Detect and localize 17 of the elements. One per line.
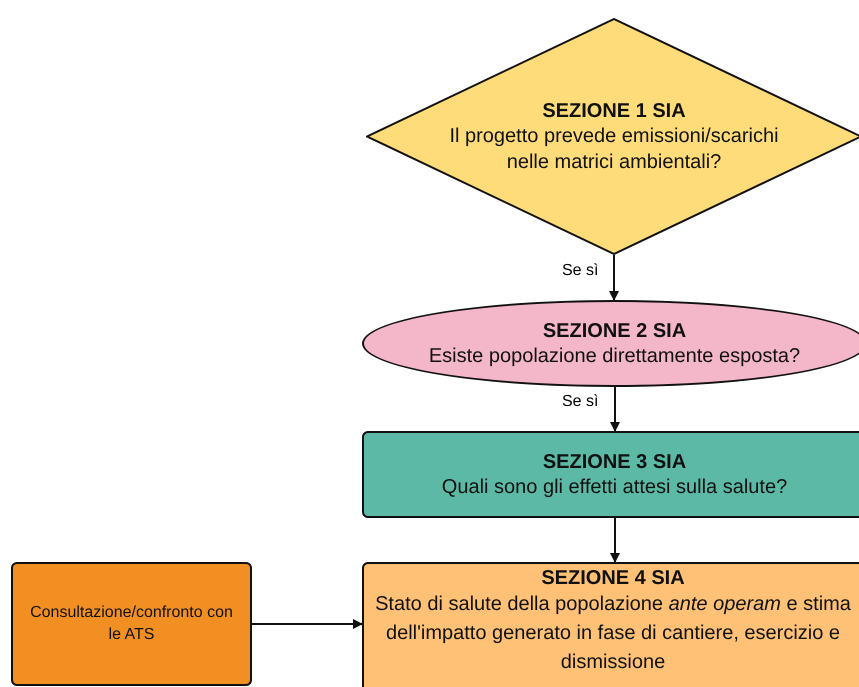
arrow [609,255,619,301]
process-box [362,562,859,687]
node-heading: SEZIONE 4 SIA [541,566,685,590]
node-text: Esiste popolazione direttamente esposta? [428,344,800,368]
node-heading: SEZIONE 1 SIA [542,98,686,122]
node-text: Quali sono gli effetti attesi sulla salute? [442,474,788,500]
node-text: Consultazione/confronto con le ATS [29,603,234,645]
node-heading: SEZIONE 3 SIA [542,450,686,474]
process-box [362,431,859,518]
arrow [252,619,363,629]
node-heading: SEZIONE 2 SIA [542,318,686,342]
node-text: Il progetto prevede emissioni/scarichi nelle matrici ambientali? [448,124,780,174]
node-text: Stato di salute della popolazione ante operam e stima dell'impatto generato in fase di cantiere, esercizio e dismissione [374,592,852,675]
arrow [610,518,620,563]
decision-diamond [366,18,859,255]
process-box [11,562,252,686]
arrow [610,387,620,432]
